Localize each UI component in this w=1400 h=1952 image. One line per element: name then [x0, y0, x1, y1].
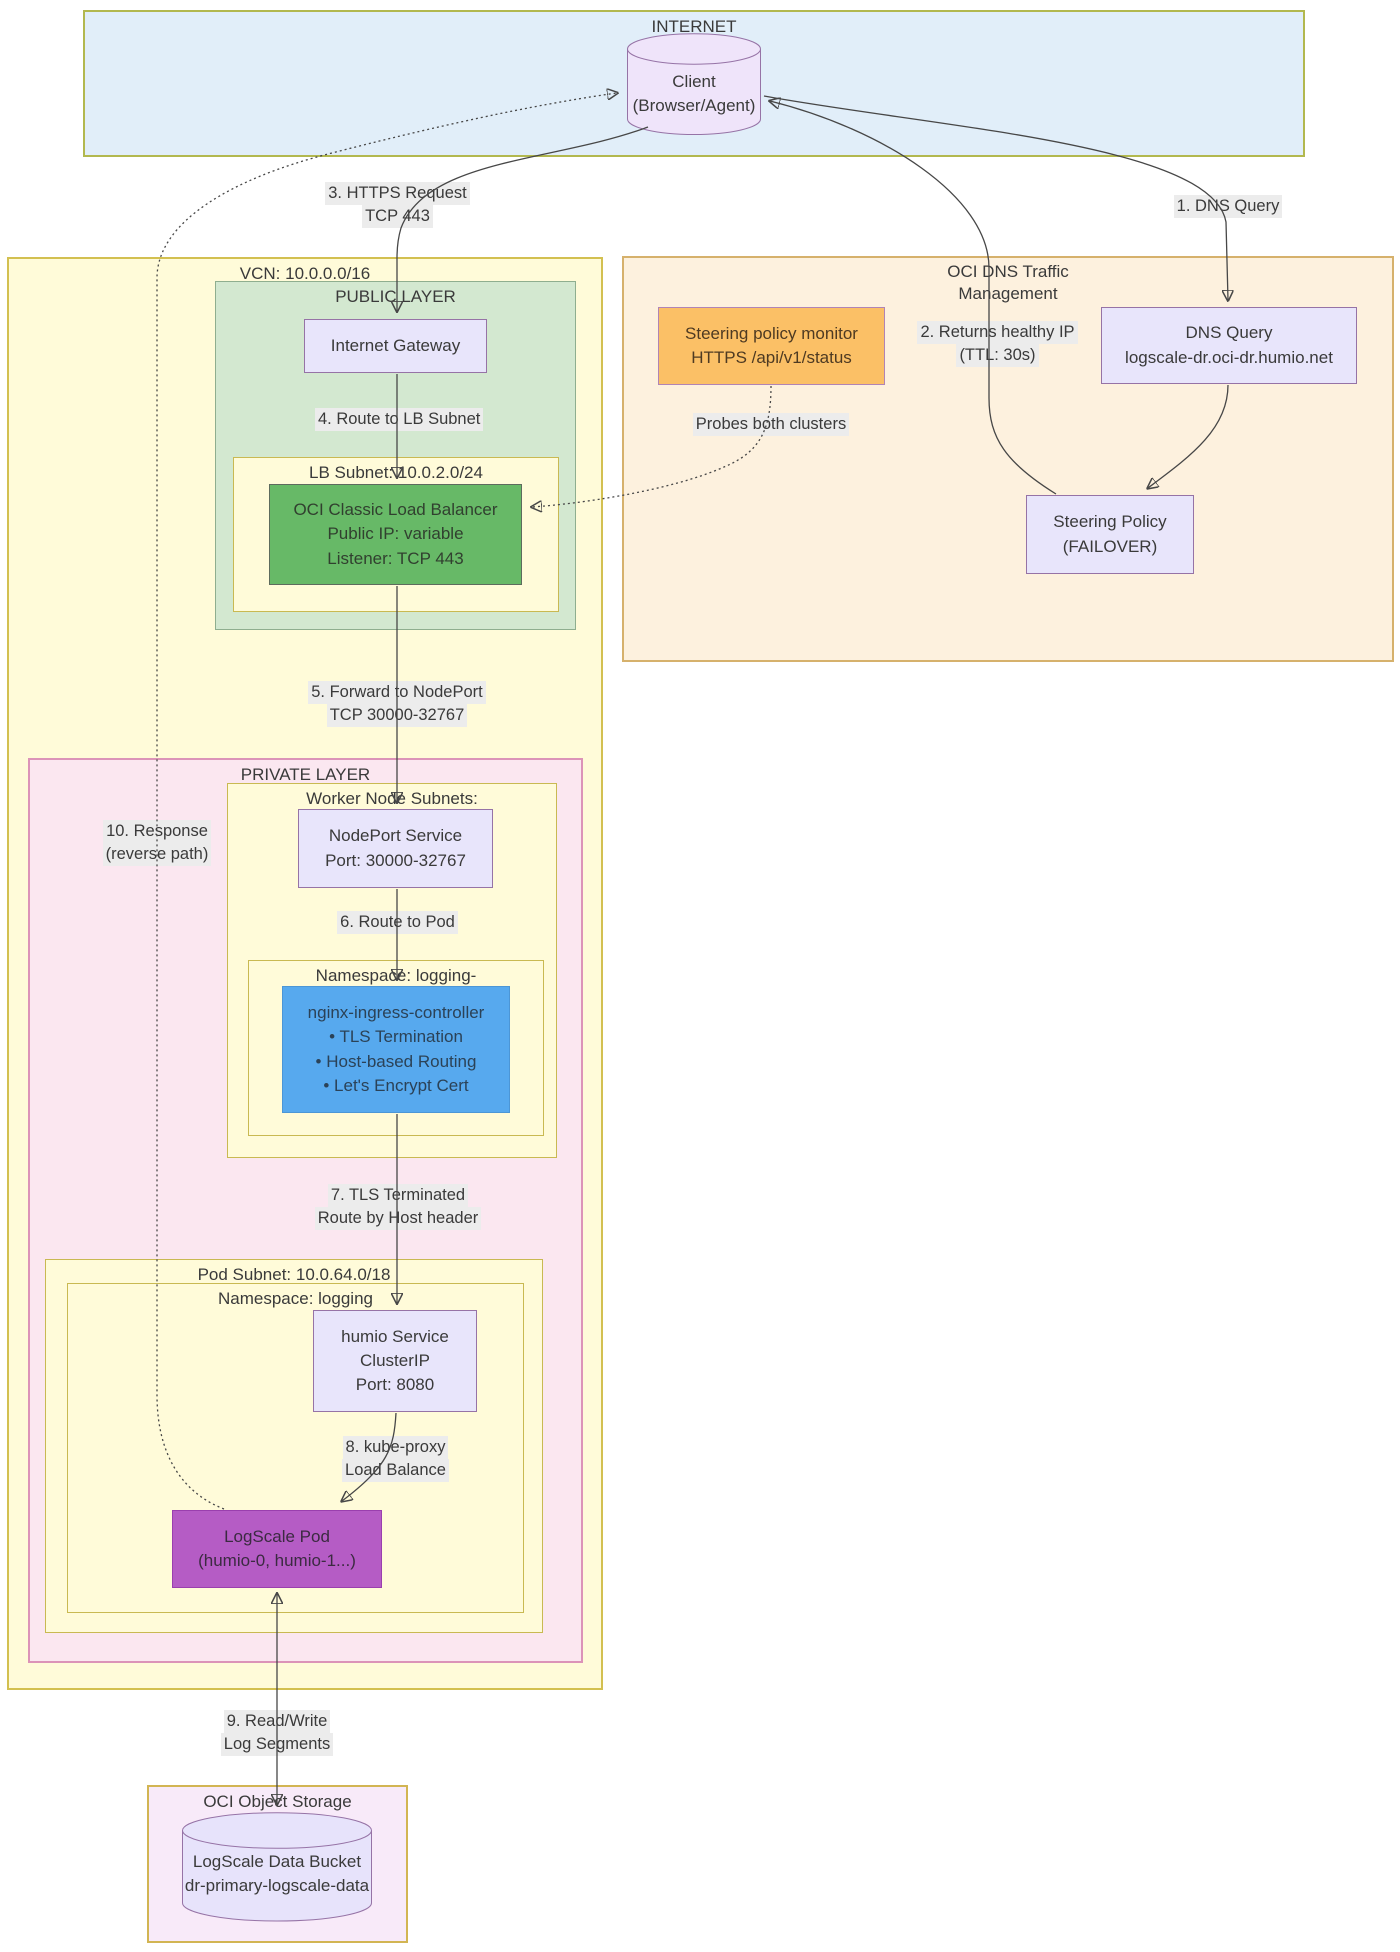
- logscale-pod-line1: LogScale Pod: [224, 1526, 330, 1546]
- bucket-line1: LogScale Data Bucket: [192, 1852, 362, 1871]
- step5-line1: 5. Forward to NodePort: [308, 681, 486, 704]
- nginx-line1: nginx-ingress-controller: [307, 1003, 485, 1023]
- step9-line2: Log Segments: [220, 1732, 334, 1756]
- step7-line1: 7. TLS Terminated: [327, 1184, 469, 1207]
- namespace-logging-label: Namespace: logging: [218, 1289, 373, 1308]
- step3-line1: 3. HTTPS Request: [325, 182, 470, 205]
- step10-line1: 10. Response: [103, 820, 211, 843]
- edge-label-step10: 10. Response (reverse path): [98, 820, 216, 866]
- step10-line2: (reverse path): [102, 842, 212, 866]
- load-balancer-line1: OCI Classic Load Balancer: [293, 500, 498, 520]
- step8-line2: Load Balance: [342, 1458, 449, 1482]
- edge-label-step5: 5. Forward to NodePort TCP 30000-32767: [308, 681, 486, 727]
- nginx-line4: • Let's Encrypt Cert: [323, 1075, 469, 1095]
- load-balancer-line3: Listener: TCP 443: [327, 548, 464, 568]
- steering-policy-monitor-node: Steering policy monitor HTTPS /api/v1/st…: [658, 307, 885, 385]
- logscale-bucket-node: LogScale Data Bucket dr-primary-logscale…: [182, 1812, 372, 1922]
- namespace-ingress-label: Namespace: logging-: [315, 966, 477, 985]
- step4-text: 4. Route to LB Subnet: [315, 408, 484, 431]
- logscale-pod-line2: (humio-0, humio-1...): [198, 1551, 356, 1570]
- nodeport-line2: Port: 30000-32767: [325, 850, 466, 870]
- client-line2: (Browser/Agent): [632, 95, 756, 115]
- probes-text: Probes both clusters: [692, 413, 850, 436]
- bucket-line2: dr-primary-logscale-data: [184, 1875, 370, 1895]
- private-layer-label: PRIVATE LAYER: [240, 765, 371, 784]
- step2-line1: 2. Returns healthy IP: [917, 321, 1078, 344]
- edge-label-step6: 6. Route to Pod: [335, 911, 460, 934]
- nginx-line2: • TLS Termination: [329, 1027, 463, 1047]
- cylinder-shape-icon: [182, 1812, 372, 1922]
- edge-label-step9: 9. Read/Write Log Segments: [218, 1710, 336, 1756]
- step6-text: 6. Route to Pod: [337, 911, 458, 934]
- step8-line1: 8. kube-proxy: [342, 1436, 449, 1459]
- edge-label-step4: 4. Route to LB Subnet: [315, 408, 484, 431]
- step7-line2: Route by Host header: [314, 1206, 482, 1230]
- object-storage-label: OCI Object Storage: [203, 1792, 352, 1811]
- step1-text: 1. DNS Query: [1173, 195, 1283, 218]
- client-cylinder-node: Client (Browser/Agent): [627, 33, 761, 135]
- lb-subnet-label: LB Subnet: 10.0.2.0/24: [309, 463, 483, 482]
- humio-line1: humio Service: [341, 1326, 449, 1346]
- edge-label-step7: 7. TLS Terminated Route by Host header: [312, 1184, 484, 1230]
- dns-query-node: DNS Query logscale-dr.oci-dr.humio.net: [1101, 307, 1357, 384]
- edge-label-step8: 8. kube-proxy Load Balance: [338, 1436, 453, 1482]
- edge-label-step3: 3. HTTPS Request TCP 443: [325, 182, 470, 228]
- dns-panel-label-line2: Management: [958, 283, 1058, 303]
- load-balancer-node: OCI Classic Load Balancer Public IP: var…: [269, 484, 522, 585]
- bucket-label: LogScale Data Bucket dr-primary-logscale…: [182, 1850, 372, 1898]
- steering-policy-line2: (FAILOVER): [1062, 536, 1158, 556]
- step2-line2: (TTL: 30s): [956, 343, 1039, 367]
- humio-line3: Port: 8080: [355, 1375, 435, 1395]
- humio-line2: ClusterIP: [360, 1350, 430, 1370]
- edge-label-step1: 1. DNS Query: [1170, 195, 1286, 218]
- load-balancer-line2: Public IP: variable: [327, 524, 464, 544]
- dns-query-line2: logscale-dr.oci-dr.humio.net: [1125, 347, 1333, 367]
- pod-subnet-label: Pod Subnet: 10.0.64.0/18: [197, 1265, 391, 1284]
- monitor-line2: HTTPS /api/v1/status: [691, 348, 852, 367]
- client-line1: Client: [672, 72, 716, 91]
- worker-subnet-label: Worker Node Subnets:: [306, 789, 478, 808]
- step3-line2: TCP 443: [362, 204, 433, 228]
- internet-gateway-node: Internet Gateway: [304, 319, 487, 373]
- nginx-line3: • Host-based Routing: [315, 1051, 477, 1071]
- edge-label-step2: 2. Returns healthy IP (TTL: 30s): [915, 321, 1080, 367]
- nodeport-line1: NodePort Service: [328, 826, 463, 846]
- step9-line1: 9. Read/Write: [223, 1710, 331, 1733]
- internet-panel-label: INTERNET: [651, 17, 737, 36]
- client-label: Client (Browser/Agent): [627, 70, 761, 118]
- dns-panel-label-line1: OCI DNS Traffic: [947, 262, 1069, 281]
- edge-label-probes: Probes both clusters: [692, 413, 850, 436]
- monitor-line1: Steering policy monitor: [685, 323, 858, 343]
- nodeport-service-node: NodePort Service Port: 30000-32767: [298, 809, 493, 888]
- internet-gateway-label: Internet Gateway: [330, 335, 461, 355]
- steering-policy-node: Steering Policy (FAILOVER): [1026, 495, 1194, 574]
- humio-service-node: humio Service ClusterIP Port: 8080: [313, 1310, 477, 1412]
- cylinder-shape-icon: [627, 33, 761, 135]
- logscale-pod-node: LogScale Pod (humio-0, humio-1...): [172, 1510, 382, 1588]
- nginx-ingress-node: nginx-ingress-controller • TLS Terminati…: [282, 986, 510, 1113]
- steering-policy-line1: Steering Policy: [1053, 512, 1167, 532]
- step5-line2: TCP 30000-32767: [326, 703, 468, 727]
- public-layer-label: PUBLIC LAYER: [335, 287, 456, 306]
- dns-query-line1: DNS Query: [1185, 323, 1273, 343]
